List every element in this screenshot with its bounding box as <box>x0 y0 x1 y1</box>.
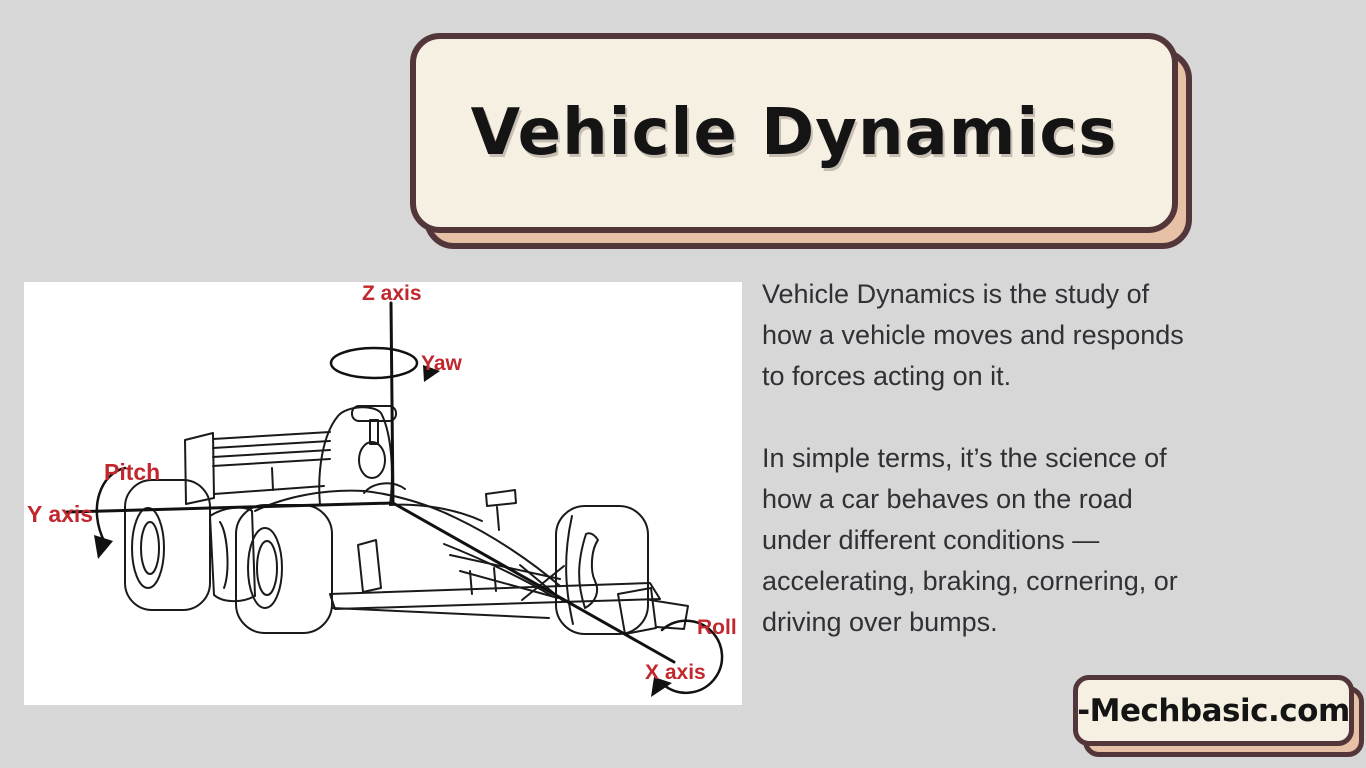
front-right-rim-cutout <box>578 532 599 609</box>
mirror <box>485 489 517 507</box>
axes-lines <box>65 301 724 694</box>
brand-text: -Mechbasic.com <box>1077 692 1350 729</box>
front-left-rim <box>256 540 278 596</box>
suspension-arm <box>459 570 559 599</box>
yaw-rotation-arc <box>329 346 419 380</box>
rear-wing-endplate <box>184 432 215 505</box>
camera-mount-stalk <box>369 419 379 445</box>
roll-rotation-arc <box>660 619 724 694</box>
description-paragraph-2: In simple terms, it’s the science of how… <box>762 443 1178 637</box>
rear-left-rim <box>140 521 160 575</box>
rear-wing-support <box>271 467 274 491</box>
front-right-tread <box>565 515 574 625</box>
x-axis-label: X axis <box>645 661 706 684</box>
front-left-tire <box>235 504 333 634</box>
floor-edge <box>331 607 550 619</box>
title-banner: Vehicle Dynamics <box>410 33 1178 233</box>
z-axis-label: Z axis <box>362 282 422 305</box>
body-top-edge <box>254 489 561 587</box>
camera-mount-top <box>351 405 397 422</box>
y-axis-line <box>65 501 395 514</box>
car-axes-svg: Z axis Yaw Pitch Y axis Roll X axis <box>27 282 737 697</box>
page-title: Vehicle Dynamics <box>470 96 1118 170</box>
front-wing-endplate <box>617 587 657 635</box>
sidepod-line <box>219 521 229 589</box>
front-left-sidewall <box>247 527 283 609</box>
rear-wing-slat <box>212 440 331 449</box>
race-car-drawing <box>124 405 689 635</box>
front-wing-footplate <box>649 599 689 630</box>
front-right-tire <box>555 505 649 635</box>
roll-arrowhead <box>651 677 672 697</box>
nose-lower-edge <box>443 543 553 597</box>
yaw-label: Yaw <box>421 352 463 375</box>
rear-left-tire <box>124 479 211 611</box>
description-text: Vehicle Dynamics is the study of how a v… <box>762 274 1282 684</box>
yaw-arrowhead <box>423 365 440 382</box>
pitch-rotation-arc <box>95 466 127 545</box>
sidepod <box>209 506 256 603</box>
rear-wing-slat <box>212 431 331 440</box>
rear-wing-slat <box>212 449 331 458</box>
vehicle-axes-diagram: Z axis Yaw Pitch Y axis Roll X axis <box>24 282 742 705</box>
y-axis-label: Y axis <box>27 501 93 527</box>
pitch-label: Pitch <box>104 459 160 485</box>
brand-box: -Mechbasic.com <box>1073 675 1354 746</box>
turning-vane <box>357 539 382 593</box>
mirror-stalk <box>496 506 500 531</box>
rear-left-sidewall <box>131 507 165 589</box>
z-axis-line <box>389 301 395 505</box>
cockpit-opening <box>363 482 406 494</box>
airbox-inlet <box>358 441 386 479</box>
pitch-arrowhead <box>94 535 113 559</box>
axes-arrowheads <box>94 365 672 697</box>
description-paragraph-1: Vehicle Dynamics is the study of how a v… <box>762 279 1184 391</box>
rear-wing-slat <box>212 458 331 467</box>
front-wing-pylon <box>493 567 497 592</box>
engine-cover-edge <box>389 503 483 522</box>
x-axis-line <box>391 501 676 664</box>
rear-wing-lower-edge <box>213 485 325 495</box>
roll-label: Roll <box>697 616 737 639</box>
